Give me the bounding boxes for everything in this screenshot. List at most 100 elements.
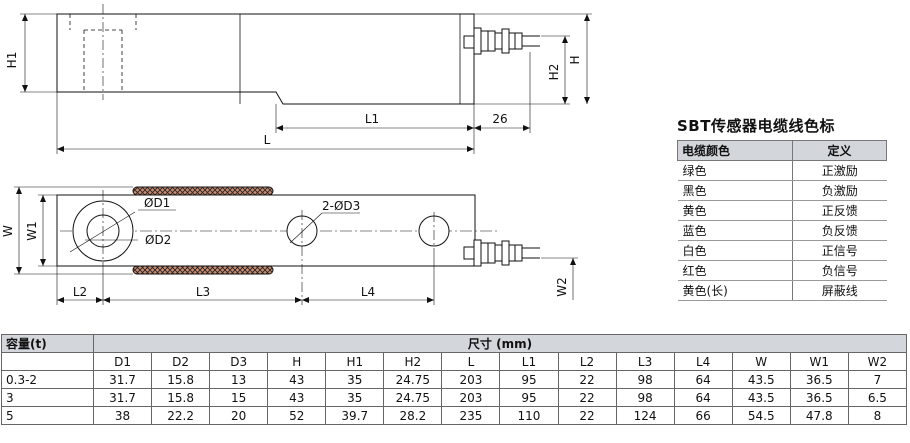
dimension-value-cell: 22 — [557, 406, 617, 425]
dimension-value-cell: 98 — [615, 370, 675, 389]
dimension-value-cell: 24.75 — [383, 388, 443, 407]
dim-label-W: W — [1, 225, 15, 237]
legend-header-row: 电缆颜色 定义 — [676, 140, 887, 161]
dimension-column-label: D2 — [151, 352, 211, 371]
dimension-value-cell: 43.5 — [731, 388, 791, 407]
dimension-value-cell: 31.7 — [92, 388, 153, 407]
dimension-value-cell: 8 — [847, 406, 908, 425]
legend-cell-definition: 负信号 — [792, 260, 887, 281]
dimension-column-label: H1 — [325, 352, 385, 371]
dimension-column-label: W2 — [847, 352, 908, 371]
dimension-value-cell: 6.5 — [847, 388, 908, 407]
dimension-column-label: D1 — [92, 352, 153, 371]
dimension-column-label: H — [267, 352, 327, 371]
dimension-value-cell: 39.7 — [325, 406, 385, 425]
blank-cell — [1, 352, 94, 371]
dimension-value-cell: 35 — [325, 388, 385, 407]
dimension-value-cell: 43 — [267, 388, 327, 407]
dimension-value-cell: 95 — [499, 370, 559, 389]
dimension-column-label: W1 — [789, 352, 849, 371]
legend-row: 黄色(长)屏蔽线 — [677, 280, 887, 301]
dimension-value-cell: 95 — [499, 388, 559, 407]
dimension-column-label: D3 — [209, 352, 269, 371]
side-view-cable-gland — [463, 27, 540, 55]
side-view — [20, 4, 592, 154]
side-view-hole — [69, 14, 137, 92]
dimension-value-cell: 22.2 — [151, 406, 211, 425]
dimension-value-cell: 203 — [441, 388, 501, 407]
dimension-value-cell: 20 — [209, 406, 269, 425]
legend-header-color: 电缆颜色 — [676, 140, 794, 161]
dimension-value-cell: 7 — [847, 370, 908, 389]
dimension-value-cell: 64 — [673, 370, 733, 389]
legend-row: 白色正信号 — [677, 240, 887, 261]
legend-cell-definition: 正反馈 — [792, 200, 887, 221]
dimension-column-label: L4 — [673, 352, 733, 371]
dim-label-L2: L2 — [73, 285, 87, 299]
top-view-cable-gland — [463, 239, 540, 267]
capacity-cell: 5 — [1, 406, 94, 425]
legend-header-definition: 定义 — [792, 140, 887, 161]
legend-row: 黄色正反馈 — [677, 200, 887, 221]
dim-label-H2: H2 — [547, 64, 561, 81]
legend-cell-definition: 负反馈 — [792, 220, 887, 241]
legend-row: 黑色负激励 — [677, 180, 887, 201]
dimension-value-cell: 124 — [615, 406, 675, 425]
knurled-strip-bottom — [132, 265, 274, 275]
dim-label-D1: ØD1 — [144, 196, 170, 210]
load-cell-drawing: H1 H2 H L1 26 L — [1, 4, 592, 305]
dim-label-D2: ØD2 — [145, 233, 171, 247]
dimension-value-cell: 22 — [557, 388, 617, 407]
dimension-column-label: L3 — [615, 352, 675, 371]
dimension-value-cell: 235 — [441, 406, 501, 425]
dimension-value-cell: 15.8 — [151, 388, 211, 407]
dimension-column-label: L2 — [557, 352, 617, 371]
dim-label-W2: W2 — [555, 277, 569, 297]
dimension-column-label: H2 — [383, 352, 443, 371]
dim-label-H: H — [568, 55, 582, 64]
dimension-value-cell: 24.75 — [383, 370, 443, 389]
dimension-value-cell: 64 — [673, 388, 733, 407]
dim-label-L4: L4 — [361, 285, 375, 299]
legend-cell-color: 黄色 — [677, 200, 793, 221]
legend-cell-definition: 正激励 — [792, 160, 887, 181]
dimension-value-cell: 15.8 — [151, 370, 211, 389]
capacity-cell: 3 — [1, 388, 94, 407]
dimension-table-header-row: 容量(t) 尺寸 (mm) — [1, 334, 907, 353]
legend-row: 蓝色负反馈 — [677, 220, 887, 241]
dim-label-L: L — [264, 133, 271, 147]
dimension-value-cell: 98 — [615, 388, 675, 407]
dimension-value-cell: 13 — [209, 370, 269, 389]
size-header: 尺寸 (mm) — [93, 334, 907, 353]
dimension-value-cell: 110 — [499, 406, 559, 425]
legend-cell-definition: 屏蔽线 — [792, 280, 887, 301]
legend-table: 电缆颜色 定义 绿色正激励 黑色负激励 黄色正反馈 蓝色负反馈 白色正信号 红色… — [676, 140, 887, 301]
legend-cell-definition: 正信号 — [792, 240, 887, 261]
dimension-value-cell: 43.5 — [731, 370, 791, 389]
dimension-value-cell: 43 — [267, 370, 327, 389]
capacity-header: 容量(t) — [1, 334, 94, 353]
legend-cell-color: 绿色 — [677, 160, 793, 181]
wire-color-legend: SBT传感器电缆线色标 电缆颜色 定义 绿色正激励 黑色负激励 黄色正反馈 蓝色… — [676, 115, 897, 301]
legend-cell-definition: 负激励 — [792, 180, 887, 201]
dimension-value-cell: 203 — [441, 370, 501, 389]
legend-cell-color: 黄色(长) — [677, 280, 793, 301]
dimension-value-cell: 52 — [267, 406, 327, 425]
dim-label-H1: H1 — [5, 52, 19, 69]
legend-cell-color: 红色 — [677, 260, 793, 281]
dimension-column-label: L — [441, 352, 501, 371]
legend-cell-color: 黑色 — [677, 180, 793, 201]
dim-label-L1: L1 — [365, 112, 379, 126]
legend-row: 绿色正激励 — [677, 160, 887, 181]
legend-title: SBT传感器电缆线色标 — [677, 117, 835, 135]
dimension-value-cell: 47.8 — [789, 406, 849, 425]
dim-label-26: 26 — [492, 112, 507, 126]
legend-row: 红色负信号 — [677, 260, 887, 281]
dimension-value-cell: 28.2 — [383, 406, 443, 425]
dim-label-D3: 2-ØD3 — [322, 199, 360, 213]
legend-cell-color: 白色 — [677, 240, 793, 261]
